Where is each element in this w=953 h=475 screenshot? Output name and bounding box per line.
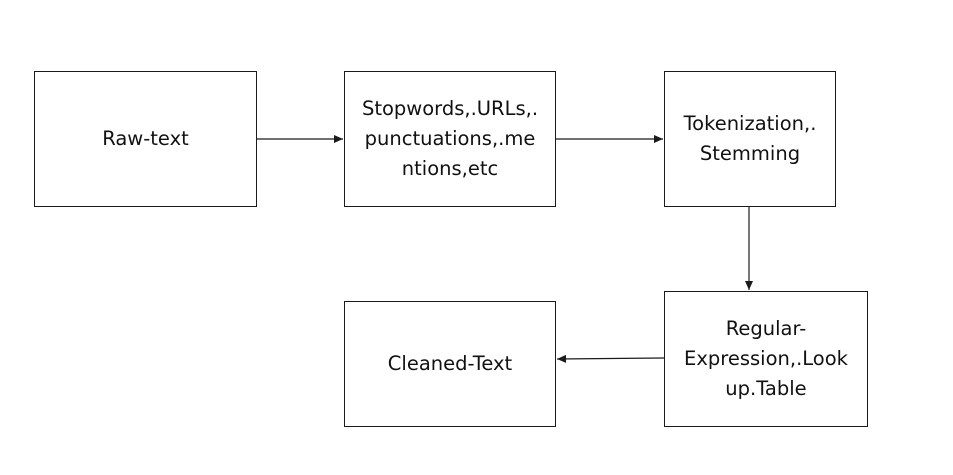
- node-label: Cleaned-Text: [387, 352, 513, 375]
- node-label: Stopwords,.URLs,. punctuations,.me ntion…: [361, 97, 539, 180]
- arrow-regex-to-cleaned: [556, 354, 665, 363]
- node-label: Tokenization,. Stemming: [683, 112, 817, 165]
- node-label: Raw-text: [102, 127, 189, 150]
- node-filter-stopwords: Stopwords,.URLs,. punctuations,.me ntion…: [344, 71, 556, 207]
- node-raw-text: Raw-text: [34, 71, 257, 207]
- node-tokenization: Tokenization,. Stemming: [664, 71, 836, 207]
- node-regular-expression: Regular- Expression,.Look up.Table: [664, 291, 868, 427]
- node-label: Regular- Expression,.Look up.Table: [684, 317, 848, 400]
- node-cleaned-text: Cleaned-Text: [344, 301, 556, 427]
